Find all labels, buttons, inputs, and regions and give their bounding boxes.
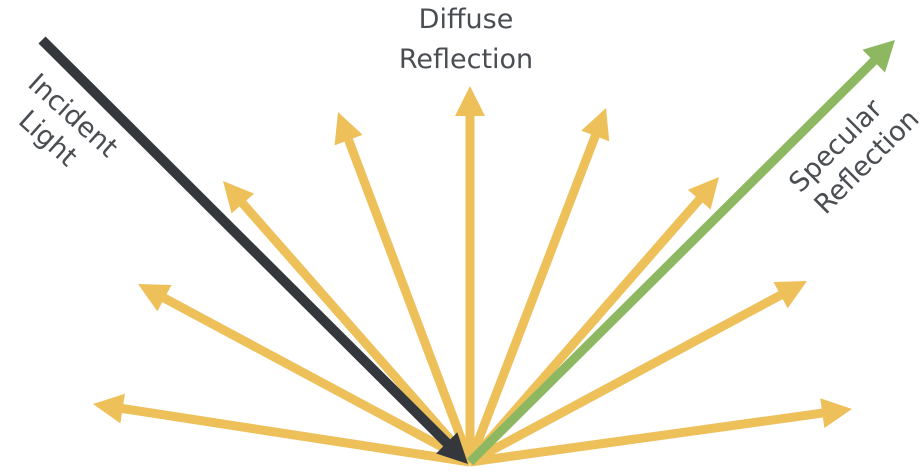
diffuse-label-line2: Reflection — [399, 44, 533, 75]
incident-light-arrow — [38, 36, 468, 464]
diffuse-arrow-4 — [334, 112, 475, 464]
diffuse-arrow-5 — [455, 86, 485, 462]
diffuse-arrow-2 — [138, 284, 473, 466]
diffuse-arrow-1 — [93, 393, 471, 467]
diffuse-arrow-8 — [467, 281, 807, 466]
diffuse-arrow-3 — [223, 181, 474, 465]
specular-reflection-arrow-group — [466, 40, 895, 466]
diffuse-arrow-6 — [465, 108, 610, 464]
diffuse-label-line1: Diffuse — [419, 4, 514, 35]
diffuse-arrow-9 — [469, 398, 852, 467]
incident-light-arrow-group — [38, 36, 468, 464]
specular-reflection-arrow — [466, 40, 895, 466]
diffuse-reflection-arrows — [93, 86, 852, 467]
